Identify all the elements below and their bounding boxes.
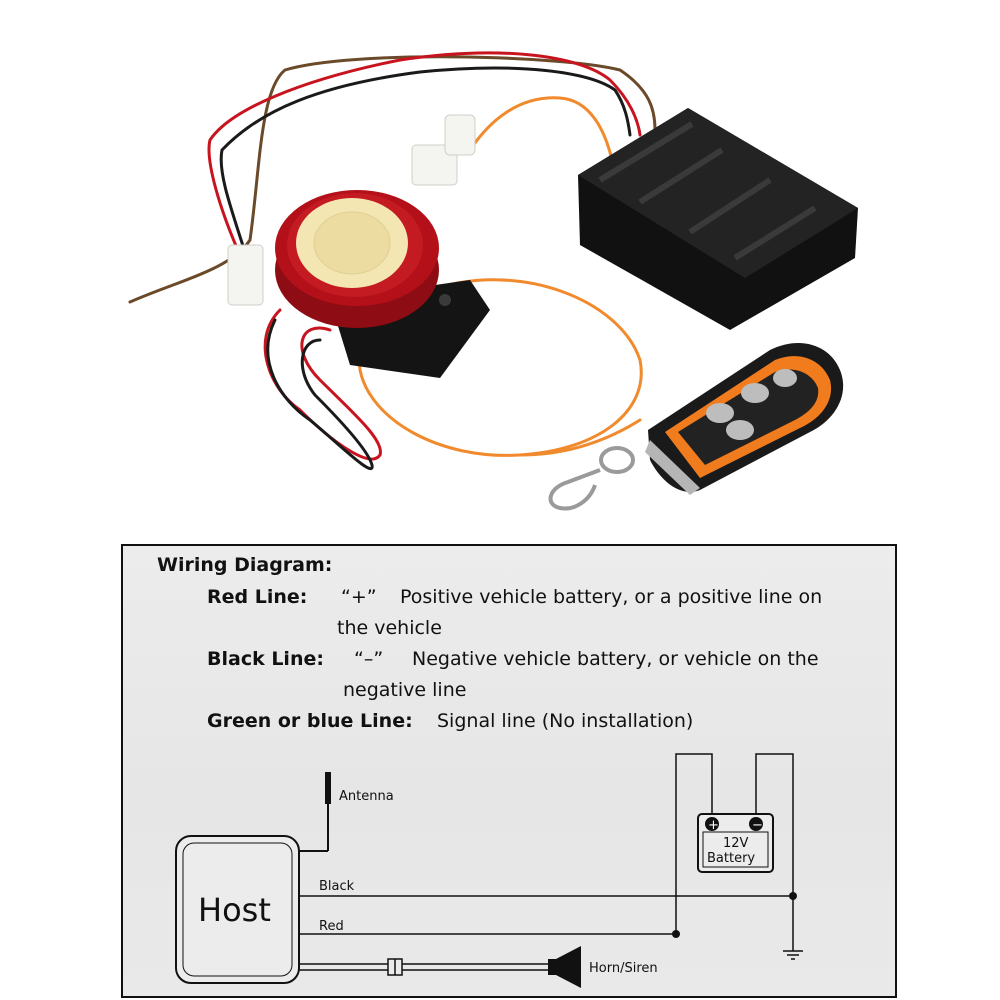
connector-left <box>227 244 264 306</box>
control-box <box>578 108 858 330</box>
battery-plus-sign: + <box>708 818 719 833</box>
battery-voltage: 12V <box>723 836 749 851</box>
black-wire-label: Black <box>319 879 355 894</box>
horn-icon <box>548 946 581 988</box>
battery-minus-sign: − <box>752 818 763 833</box>
host-label: Host <box>198 891 271 929</box>
schematic: Antenna Host Black Red + − 12V Battery <box>175 753 803 988</box>
red-line-desc-1: Positive vehicle battery, or a positive … <box>400 586 823 608</box>
connector-top <box>411 114 476 186</box>
black-line-label: Black Line: <box>207 648 324 670</box>
host-box <box>175 835 300 984</box>
battery-minus-terminal <box>749 817 763 831</box>
wiring-diagram-panel: Wiring Diagram: Red Line: “+” Positive v… <box>121 544 897 998</box>
wiring-title: Wiring Diagram: <box>157 554 333 576</box>
black-line-desc-1: Negative vehicle battery, or vehicle on … <box>412 648 819 670</box>
product-photo <box>128 51 858 511</box>
black-line-symbol: “–” <box>354 648 384 670</box>
antenna-label: Antenna <box>339 789 394 804</box>
red-line-desc-2: the vehicle <box>337 617 442 639</box>
black-wire-coil <box>266 318 374 471</box>
antenna-tip <box>325 772 331 804</box>
signal-line-desc: Signal line (No installation) <box>437 710 694 732</box>
battery-positive-feed <box>675 753 713 934</box>
remote-fob <box>645 342 844 495</box>
black-line-desc-2: negative line <box>343 679 467 701</box>
orange-wire-top <box>468 96 614 162</box>
red-line-symbol: “+” <box>341 586 377 608</box>
red-line-label: Red Line: <box>207 586 308 608</box>
host-box-inner <box>182 842 293 977</box>
ground-icon <box>783 950 803 960</box>
battery-plus-terminal <box>705 817 719 831</box>
siren <box>275 190 490 378</box>
battery-label: Battery <box>707 851 755 866</box>
black-wire-top <box>219 66 632 254</box>
keyring <box>548 446 635 511</box>
signal-line-label: Green or blue Line: <box>207 710 413 732</box>
battery-inner <box>702 831 769 868</box>
horn-label: Horn/Siren <box>589 961 658 976</box>
orange-wire-remote <box>518 418 642 457</box>
red-wire-label: Red <box>319 919 344 934</box>
wire-bundle <box>128 51 657 471</box>
red-wire-top <box>207 51 642 257</box>
battery-negative-feed <box>755 753 794 896</box>
